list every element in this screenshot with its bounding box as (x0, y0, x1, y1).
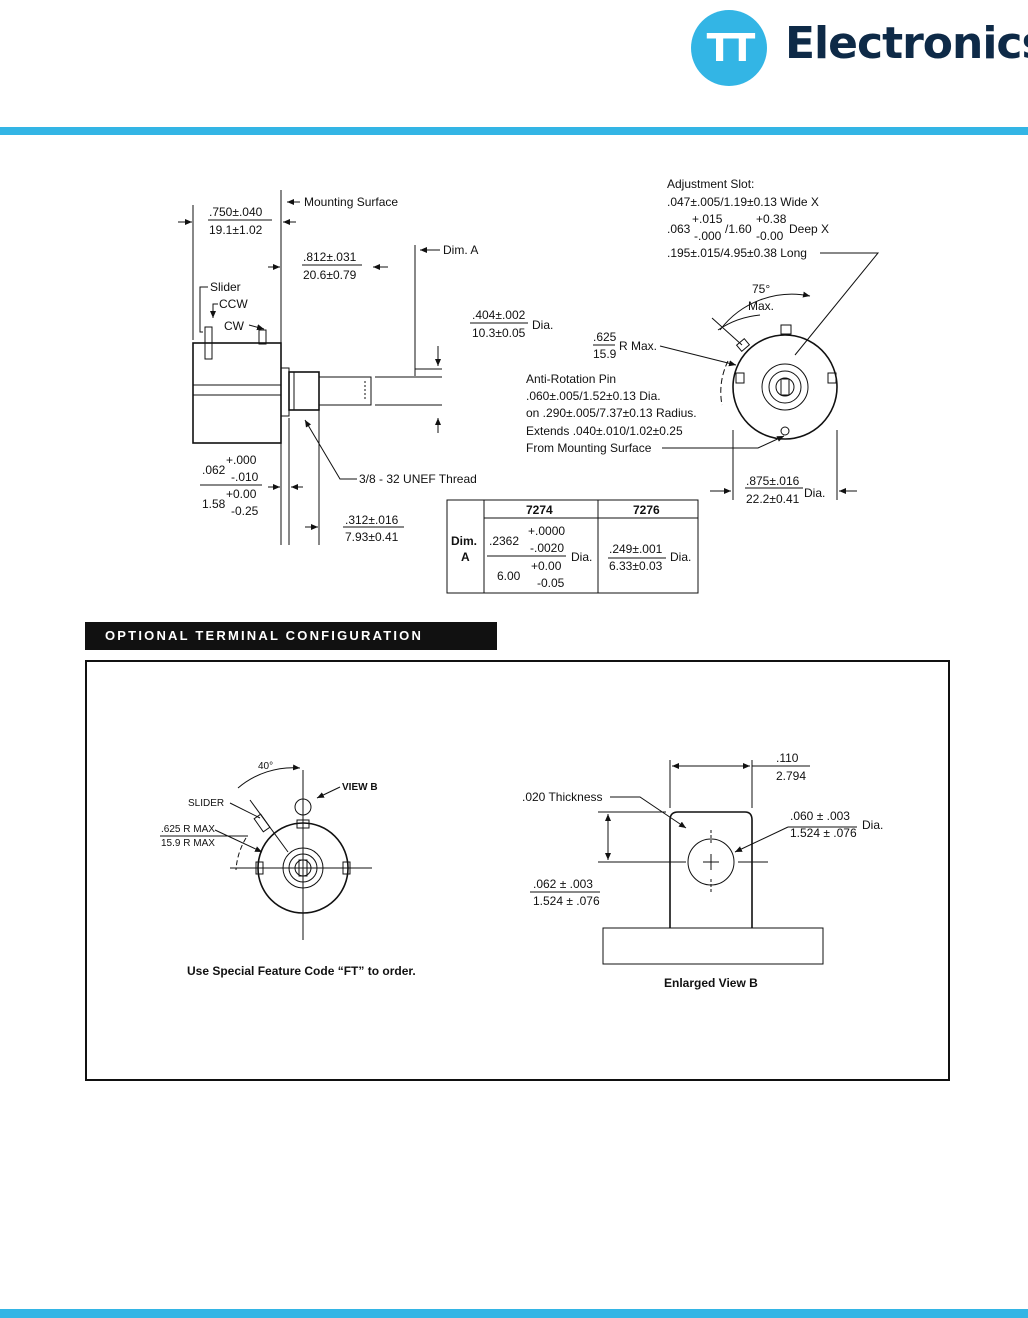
option-right-caption: Enlarged View B (664, 976, 758, 990)
adj-minus-000-mm: -0.00 (756, 229, 784, 243)
header-divider (0, 127, 1028, 135)
table-plus-000: +0.00 (531, 559, 562, 573)
option-right-view: .110 2.794 .020 Thickness .060 ± .003 1.… (522, 751, 883, 990)
tol-minus: -.010 (231, 470, 259, 484)
ccw-label: CCW (219, 297, 248, 311)
angle-75: 75° (752, 282, 770, 296)
terminal (204, 326, 213, 360)
mounting-surface-label: Mounting Surface (304, 195, 398, 209)
angle-max: Max. (748, 299, 774, 313)
r-max: R Max. (619, 339, 657, 353)
brand-name: Electronics (785, 18, 1028, 69)
front-view: Adjustment Slot: .047±.005/1.19±0.13 Wid… (526, 177, 880, 506)
table-col-7276: 7276 (633, 503, 660, 517)
tol-minus-mm: -0.25 (231, 504, 259, 518)
table-249: .249±.001 (609, 542, 663, 556)
pin-line-4: Extends .040±.010/1.02±0.25 (526, 424, 683, 438)
footer-divider (0, 1309, 1028, 1318)
slider-label-opt: SLIDER (188, 798, 224, 809)
pin-line-1: Anti-Rotation Pin (526, 372, 616, 386)
dia-label-front: Dia. (804, 486, 825, 500)
pin-line-2: .060±.005/1.52±0.13 Dia. (526, 389, 661, 403)
dim-7-93: 7.93±0.41 (345, 530, 399, 544)
adj-slot-line-3: .195±.015/4.95±0.38 Long (667, 246, 807, 260)
width-110: .110 (776, 751, 799, 765)
dia-label: Dia. (532, 318, 553, 332)
tol-plus: +.000 (226, 453, 257, 467)
table-col-7274: 7274 (526, 503, 553, 517)
dim-a-label: Dim. A (443, 243, 478, 257)
terminal-tab (669, 811, 753, 928)
dim-22-2: 22.2±0.41 (746, 492, 800, 506)
adj-slot-title: Adjustment Slot: (667, 177, 754, 191)
table-6-33: 6.33±0.03 (609, 559, 663, 573)
adj-plus-038: +0.38 (756, 212, 787, 226)
adj-minus-000: -.000 (694, 229, 722, 243)
thickness-label: .020 Thickness (522, 790, 603, 804)
option-left-caption: Use Special Feature Code “FT” to order. (187, 964, 416, 978)
adj-063: .063 (667, 222, 691, 236)
pin-line-5: From Mounting Surface (526, 441, 652, 455)
hole-dia-in: .060 ± .003 (790, 809, 850, 823)
shaft (318, 376, 372, 406)
r-625: .625 (593, 330, 617, 344)
terminal (258, 329, 267, 345)
dim-404: .404±.002 (472, 308, 526, 322)
r-max-mm: 15.9 R MAX (161, 838, 215, 849)
thread-label: 3/8 - 32 UNEF Thread (359, 472, 477, 486)
table-minus-0020: -.0020 (530, 541, 564, 555)
hole-dia-mm: 1.524 ± .076 (790, 826, 857, 840)
housing-section (602, 927, 824, 965)
dim-20-6: 20.6±0.79 (303, 268, 357, 282)
adj-deep: Deep X (789, 222, 829, 236)
pin-line-3: on .290±.005/7.37±0.13 Radius. (526, 406, 697, 420)
hole-dia-label: Dia. (862, 818, 883, 832)
adj-160: /1.60 (725, 222, 752, 236)
adj-slot-line-1: .047±.005/1.19±0.13 Wide X (667, 195, 819, 209)
dim-812: .812±.031 (303, 250, 357, 264)
height-in: .062 ± .003 (533, 877, 593, 891)
r-15-9: 15.9 (593, 347, 617, 361)
logo-mark-text: TT (706, 26, 756, 70)
adj-plus-015: +.015 (692, 212, 723, 226)
option-left-view: 40° VIEW B SLIDER .625 R MAX 15.9 R MAX … (160, 761, 416, 978)
pot-body (192, 342, 282, 444)
section-header: OPTIONAL TERMINAL CONFIGURATION (85, 622, 497, 650)
height-mm: 1.524 ± .076 (533, 894, 600, 908)
r-max-in: .625 R MAX (161, 824, 215, 835)
dim-a-table: 7274 7276 Dim. A .2362 +.0000 -.0020 Dia… (446, 499, 699, 594)
dim-875: .875±.016 (746, 474, 800, 488)
slider-label: Slider (210, 280, 241, 294)
table-row-label-2: A (461, 550, 470, 564)
table-dia-1: Dia. (571, 550, 592, 564)
table-dia-2: Dia. (670, 550, 691, 564)
dim-312: .312±.016 (345, 513, 399, 527)
dim-10-3: 10.3±0.05 (472, 326, 526, 340)
optional-config-box (85, 660, 950, 1081)
table-row-label-1: Dim. (451, 534, 477, 548)
dim-1-58: 1.58 (202, 497, 226, 511)
table-plus-0000: +.0000 (528, 524, 565, 538)
view-b-label: VIEW B (342, 782, 378, 793)
width-2794: 2.794 (776, 769, 806, 783)
side-view: .750±.040 19.1±1.02 Mounting Surface .81… (178, 190, 553, 545)
front-body (732, 334, 838, 440)
logo-mark (691, 10, 767, 86)
tol-plus-mm: +0.00 (226, 487, 257, 501)
table-2362: .2362 (489, 534, 519, 548)
cw-label: CW (224, 319, 245, 333)
table-6-00: 6.00 (497, 569, 521, 583)
dim-750: .750±.040 (209, 205, 263, 219)
dim-19-1: 19.1±1.02 (209, 223, 263, 237)
table-minus-005: -0.05 (537, 576, 565, 590)
angle-40: 40° (258, 761, 273, 772)
dim-062: .062 (202, 463, 226, 477)
